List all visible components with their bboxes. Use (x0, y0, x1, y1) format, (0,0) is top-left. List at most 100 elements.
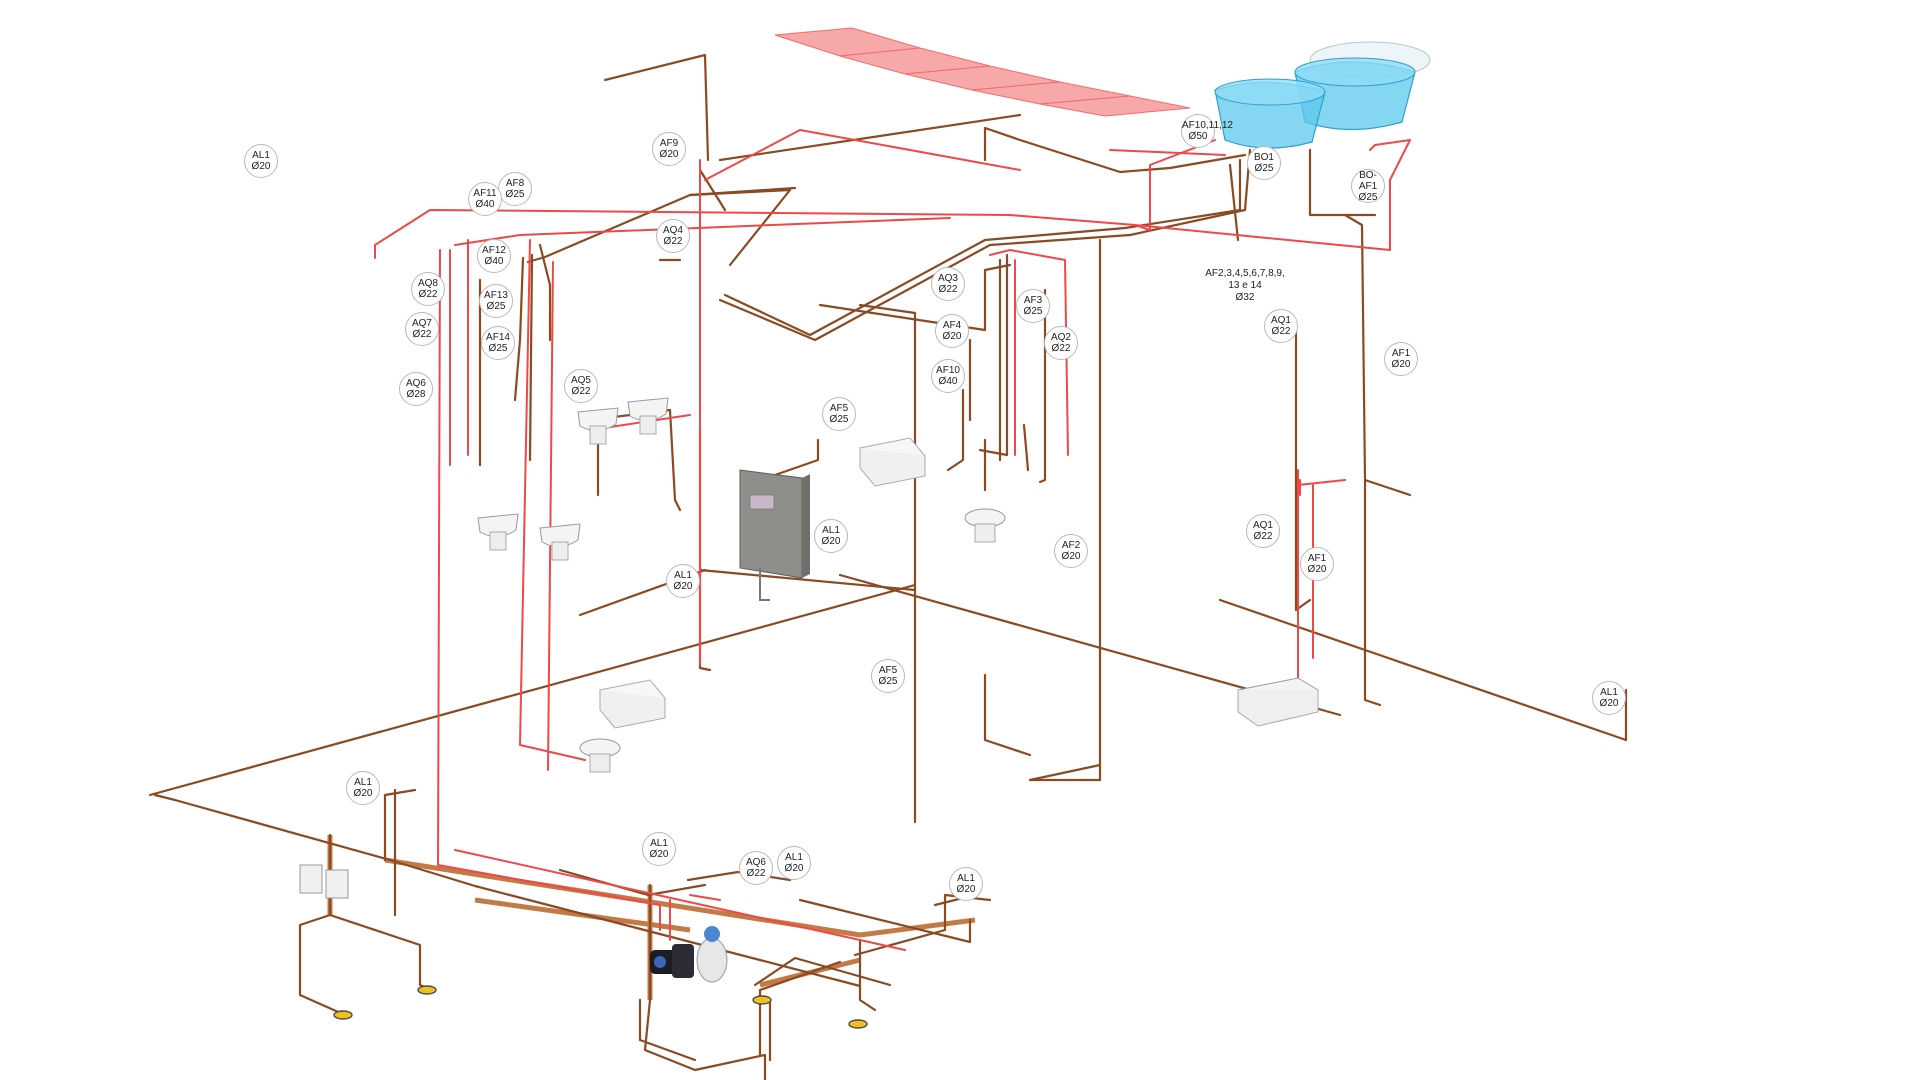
cold-water-pipe (1308, 148, 1377, 217)
sand-filter (696, 926, 728, 983)
basin-fixture (599, 679, 666, 729)
cold-water-pipe (388, 858, 862, 988)
hot-water-pipe (1134, 224, 1151, 231)
electric-board (739, 469, 810, 601)
pipe-label-code: AF9 (659, 138, 679, 149)
pipe-label-code: BO-AF1 (1358, 169, 1378, 192)
pipe-note: AF2,3,4,5,6,7,8,9, 13 e 14 Ø32 (1195, 268, 1295, 304)
pipe-label-code: AL1 (1600, 687, 1618, 698)
pipe-label-diameter: Ø20 (1391, 359, 1411, 370)
hot-water-pipe (1149, 139, 1216, 231)
pipe-label-diameter: Ø22 (938, 284, 958, 295)
pipe-label-diameter: Ø25 (829, 414, 849, 425)
pipe-label-code: AF10 (936, 365, 960, 376)
pipe-note-line: 13 e 14 (1228, 280, 1262, 291)
hot-water-pipe (689, 894, 721, 901)
cold-water-pipe (1363, 478, 1382, 707)
pipe-label-diameter: Ø25 (878, 676, 898, 687)
pipe-label-code: AL1 (354, 777, 372, 788)
pipe-label-diameter: Ø20 (784, 863, 804, 874)
pipe-label-diameter: Ø22 (1271, 326, 1291, 337)
pipe-label-diameter: Ø22 (571, 386, 591, 397)
pipe-label-code: AQ1 (1270, 315, 1291, 326)
pipe-label-diameter: Ø20 (956, 884, 976, 895)
cold-water-pipe (798, 898, 972, 944)
pipe-label-diameter: Ø22 (418, 289, 438, 300)
cold-water-pipe (558, 868, 707, 897)
equipment (299, 469, 868, 1029)
hot-water-pipe (374, 209, 1136, 246)
sink-fixture (539, 523, 581, 561)
pipe-label-code: AQ2 (1050, 332, 1071, 343)
water-tanks (1214, 41, 1431, 149)
cold-water-pipe (328, 913, 434, 992)
toilet-fixture (579, 738, 621, 773)
cold-water-pipe (1038, 288, 1047, 484)
hot-water-pipe (454, 849, 906, 951)
cold-water-pipe (298, 833, 347, 1017)
pipe-label-diameter: Ø20 (649, 849, 669, 860)
pipe-label-diameter: Ø20 (1061, 551, 1081, 562)
pipe-label-diameter: Ø50 (1188, 131, 1208, 142)
pipe-label-diameter: Ø20 (251, 161, 271, 172)
pipe-label-diameter: Ø25 (1023, 306, 1043, 317)
pipe-label-code: AF1 (1307, 553, 1327, 564)
pipe-label-code: AL1 (822, 525, 840, 536)
pipe-label-code: AL1 (650, 838, 668, 849)
cold-water-pipe (718, 113, 1022, 162)
pipe-label-code: AF5 (878, 665, 898, 676)
basin-fixture (859, 437, 926, 487)
cold-water-pipe (638, 998, 697, 1062)
solar-panel-array (774, 27, 1191, 117)
pipe-label-code: AF3 (1023, 295, 1043, 306)
solar-panel (1039, 95, 1191, 117)
pipe-label-code: AF1 (1391, 348, 1411, 359)
cold-water-pipe (1022, 423, 1030, 472)
fixtures (477, 397, 1320, 773)
cold-water-pipe (513, 256, 525, 402)
pipe-note-line: AF2,3,4,5,6,7,8,9, (1205, 268, 1285, 279)
cold-water-pipe (686, 870, 792, 882)
pool-drains (333, 985, 868, 1029)
pipe-label-diameter: Ø28 (406, 389, 426, 400)
pipe-label-diameter: Ø20 (673, 581, 693, 592)
pipe-label-code: AQ5 (570, 375, 591, 386)
cold-water-pipe (753, 956, 892, 987)
hot-water-pipe (437, 249, 661, 931)
cold-water-pipe (1343, 213, 1412, 497)
hot-water-pipe (547, 261, 554, 771)
pipe-label-code: AF12 (482, 245, 506, 256)
cold-water-pipe (718, 148, 1252, 342)
cold-water-pipe (1228, 163, 1240, 242)
pipe-label-diameter: Ø25 (488, 343, 508, 354)
pool-skimmer (299, 864, 349, 899)
pipe-label-diameter: Ø20 (821, 536, 841, 547)
pipe-label-diameter: Ø40 (938, 376, 958, 387)
cold-water-pipe (528, 253, 534, 462)
cold-water-pipe (153, 793, 392, 862)
cold-water-pipe (723, 158, 1242, 337)
pipe-label-diameter: Ø20 (942, 331, 962, 342)
hot-water-pipe (519, 239, 586, 761)
cold-water-pipe (688, 188, 792, 267)
cold-water-pipe (698, 428, 712, 672)
cold-water-pipe (758, 960, 842, 1057)
cold-water-pipe (148, 583, 917, 797)
